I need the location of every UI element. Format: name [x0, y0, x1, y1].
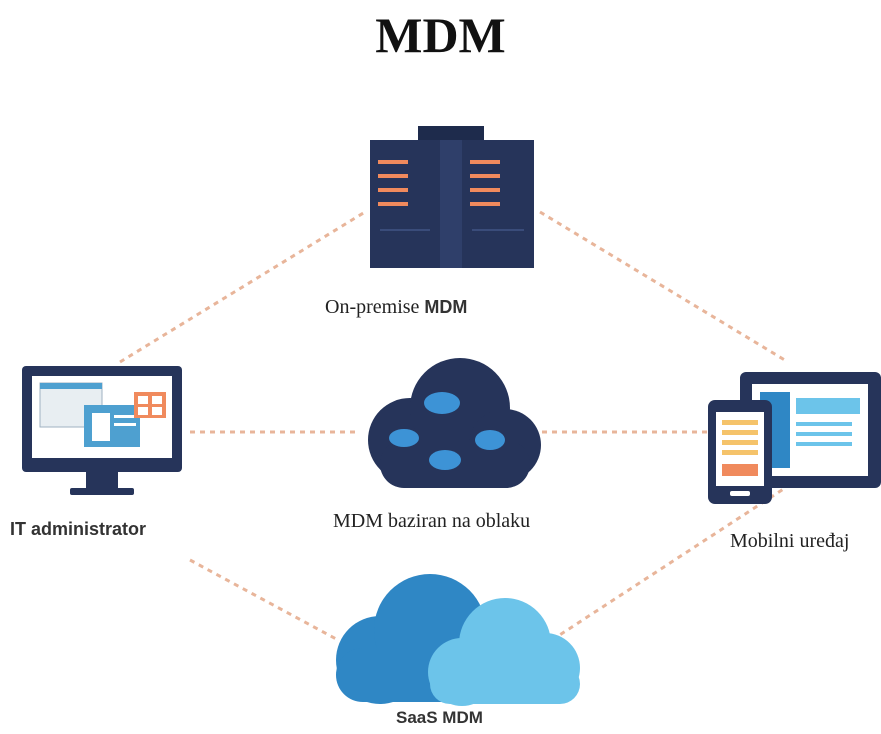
connector-admin-saas: [189, 558, 339, 642]
on-premise-label-main: On-premise: [325, 296, 425, 318]
connector-onpremise-mobile: [539, 210, 789, 364]
connector-saas-mobile: [551, 486, 786, 642]
connectors: [119, 210, 789, 642]
connector-admin-onpremise: [119, 210, 366, 364]
saas-mdm-label: SaaS MDM: [396, 708, 483, 727]
mobile-devices-icon: [708, 372, 881, 504]
on-premise-label-suffix: MDM: [424, 297, 468, 317]
cloud-mdm-label: MDM baziran na oblaku: [333, 510, 531, 532]
saas-cloud-icon: [336, 574, 580, 706]
cloud-icon: [368, 358, 541, 488]
server-icon: [370, 126, 534, 268]
on-premise-label: On-premise MDM: [325, 296, 467, 319]
diagram-title: MDM: [375, 7, 506, 63]
it-administrator-label: IT administrator: [10, 519, 147, 539]
monitor-icon: [22, 366, 182, 495]
mobile-device-label: Mobilni uređaj: [730, 530, 850, 552]
